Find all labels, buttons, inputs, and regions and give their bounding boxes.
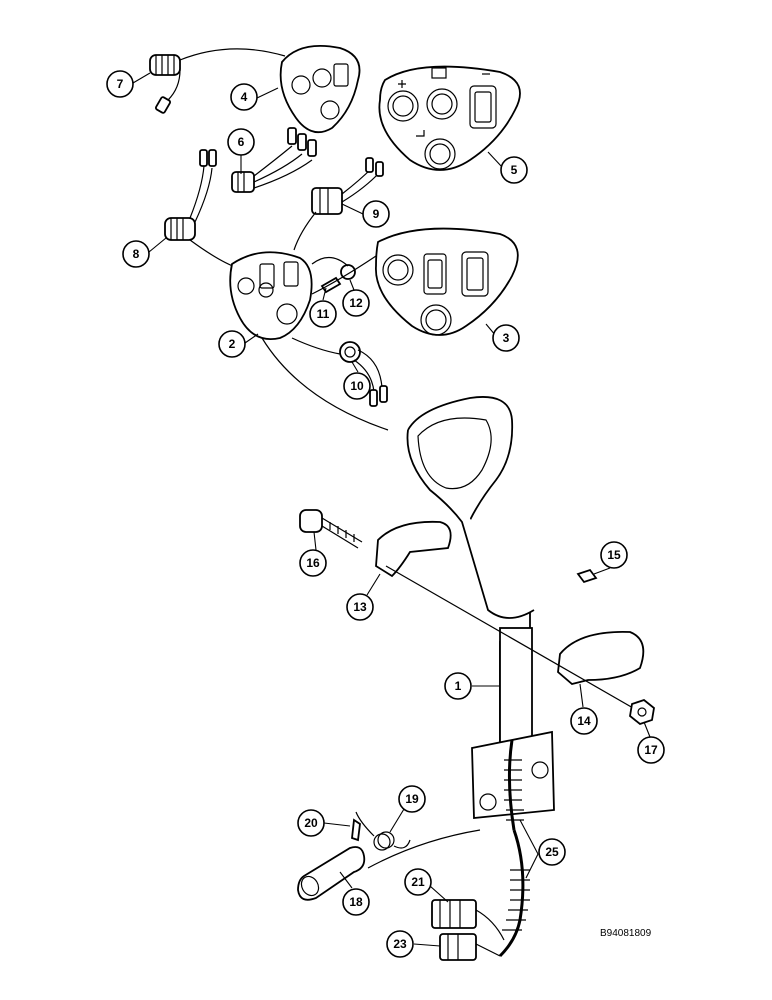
- cotter-pin: [351, 818, 361, 842]
- callout-10: 10: [343, 372, 371, 400]
- svg-text:1: 1: [455, 679, 462, 693]
- svg-text:25: 25: [545, 845, 559, 859]
- svg-text:6: 6: [238, 135, 245, 149]
- bulb-and-socket: [311, 256, 356, 294]
- callout-15: 15: [600, 541, 628, 569]
- svg-text:7: 7: [117, 77, 124, 91]
- callout-3: 3: [492, 324, 520, 352]
- callout-17: 17: [637, 736, 665, 764]
- svg-text:3: 3: [503, 331, 510, 345]
- svg-text:16: 16: [306, 556, 320, 570]
- svg-text:2: 2: [229, 337, 236, 351]
- callout-21: 21: [404, 868, 432, 896]
- svg-text:19: 19: [405, 792, 419, 806]
- callout-2: 2: [218, 330, 246, 358]
- wiring-harness: [498, 739, 530, 958]
- svg-text:9: 9: [373, 207, 380, 221]
- connector-10: [291, 337, 388, 407]
- parts-drawing: [149, 45, 655, 961]
- svg-text:21: 21: [411, 875, 425, 889]
- leader-lines: [132, 72, 651, 947]
- connector-6: [231, 127, 317, 193]
- callout-14: 14: [570, 707, 598, 735]
- callout-1: 1: [444, 672, 472, 700]
- decal-plate-upper: [378, 65, 521, 171]
- svg-text:18: 18: [349, 895, 363, 909]
- svg-text:12: 12: [349, 296, 363, 310]
- nut: [629, 698, 655, 726]
- callout-20: 20: [297, 809, 325, 837]
- svg-text:13: 13: [353, 600, 367, 614]
- clamp-upper: [375, 520, 452, 578]
- callout-19: 19: [398, 785, 426, 813]
- assembly-line-3: [367, 829, 481, 869]
- svg-text:14: 14: [577, 714, 591, 728]
- connector-23: [439, 933, 501, 961]
- spring: [355, 811, 411, 851]
- callout-9: 9: [362, 200, 390, 228]
- connector-upper-left: [149, 48, 286, 114]
- svg-text:17: 17: [644, 743, 658, 757]
- svg-text:8: 8: [133, 247, 140, 261]
- callout-6: 6: [227, 128, 255, 156]
- callout-7: 7: [106, 70, 134, 98]
- svg-text:11: 11: [317, 307, 330, 321]
- clip: [576, 568, 598, 584]
- connector-8: [164, 149, 239, 269]
- svg-text:4: 4: [241, 90, 248, 104]
- callout-25: 25: [538, 838, 566, 866]
- clamp-lower: [557, 630, 645, 685]
- callout-13: 13: [346, 593, 374, 621]
- pin: [297, 846, 366, 901]
- callout-16: 16: [299, 549, 327, 577]
- assembly-line-1: [261, 337, 389, 431]
- svg-text:20: 20: [304, 816, 318, 830]
- callout-4: 4: [230, 83, 258, 111]
- svg-text:5: 5: [511, 163, 518, 177]
- callout-12: 12: [342, 289, 370, 317]
- decal-plate-lower: [375, 227, 519, 336]
- drawing-code: B94081809: [600, 928, 652, 939]
- callout-11: 11: [309, 300, 337, 328]
- switch-housing-upper: [279, 45, 361, 134]
- svg-text:15: 15: [607, 548, 621, 562]
- connector-21: [431, 899, 505, 941]
- svg-text:23: 23: [393, 937, 407, 951]
- callout-23: 23: [386, 930, 414, 958]
- callout-8: 8: [122, 240, 150, 268]
- connector-9: [293, 157, 384, 251]
- control-handle: [406, 396, 555, 819]
- bolt: [299, 509, 363, 549]
- svg-text:10: 10: [350, 379, 364, 393]
- callout-5: 5: [500, 156, 528, 184]
- assembly-line-2: [311, 255, 377, 295]
- callout-18: 18: [342, 888, 370, 916]
- switch-housing-lower: [229, 251, 313, 340]
- bolt-axis-line: [385, 565, 641, 713]
